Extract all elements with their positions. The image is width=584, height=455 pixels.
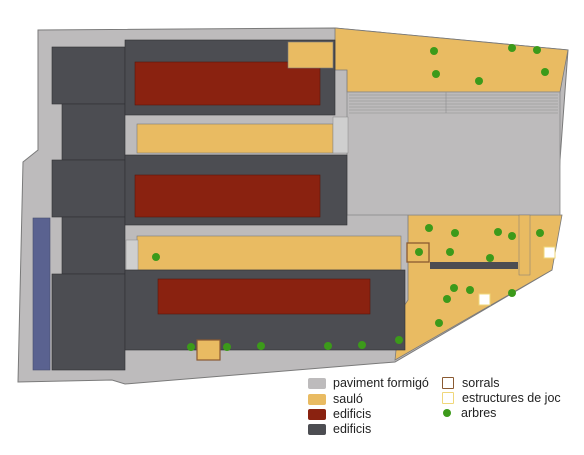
play-structure-1 [543,246,556,259]
legend-label-sandbox: sorrals [462,376,500,390]
tree [536,229,544,237]
dark-bar [430,262,518,269]
tree [152,253,160,261]
tree [443,295,451,303]
sand-area-south-east [394,214,563,361]
legend-swatch-sandbox [442,377,454,389]
tree [324,342,332,350]
legend-swatch-sand [308,393,326,405]
tree [446,248,454,256]
west-grey-buildings [51,46,126,371]
red-building-1 [134,61,321,106]
sports-court [346,91,561,216]
tree [432,70,440,78]
tree [257,342,265,350]
stairs-3 [125,239,139,271]
tree [475,77,483,85]
legend-swatch-buildings-grey [308,423,326,435]
tree [430,47,438,55]
legend-label-trees: arbres [461,406,497,420]
tree [451,229,459,237]
legend-swatch-buildings-red [308,408,326,420]
legend-item-sandbox: sorrals [440,376,500,390]
legend-item-buildings-red: edificis [308,407,371,421]
legend-item-buildings-grey: edificis [308,422,371,436]
tree [541,68,549,76]
tree [494,228,502,236]
legend-label-sand: sauló [333,392,363,406]
legend-label-buildings-grey: edificis [333,422,372,436]
tree [466,286,474,294]
sand-strip-3 [136,235,402,271]
legend-label-concrete: paviment formigó [333,376,429,390]
legend-item-trees: arbres [440,406,496,420]
west-strip [32,217,51,371]
sand-strip-1 [287,41,334,69]
legend-swatch-trees [443,409,451,417]
red-building-2 [134,174,321,218]
legend-item-concrete: paviment formigó [308,376,429,390]
tree [435,319,443,327]
sand-column [518,214,531,276]
tree [415,248,423,256]
play-structure-2 [478,293,491,306]
tree [187,343,195,351]
trees [152,44,549,351]
red-building-3 [157,278,371,315]
legend-item-sand: sauló [308,392,363,406]
stairs-2 [332,116,349,154]
tree [425,224,433,232]
tree [533,46,541,54]
tree [358,341,366,349]
tree [395,336,403,344]
sand-area-north-east [334,27,569,93]
tree [508,232,516,240]
tree [508,289,516,297]
legend-swatch-concrete [308,377,326,389]
legend-label-buildings-red: edificis [333,407,372,421]
legend-item-play-structures: estructures de joc [440,391,561,405]
legend-swatch-play-structures [442,392,454,404]
sandbox-2 [196,339,221,361]
tree [223,343,231,351]
sand-strip-2 [136,123,334,154]
court-stands-lines [349,92,558,114]
tree [486,254,494,262]
tree [508,44,516,52]
tree [450,284,458,292]
legend-label-play-structures: estructures de joc [462,391,561,405]
